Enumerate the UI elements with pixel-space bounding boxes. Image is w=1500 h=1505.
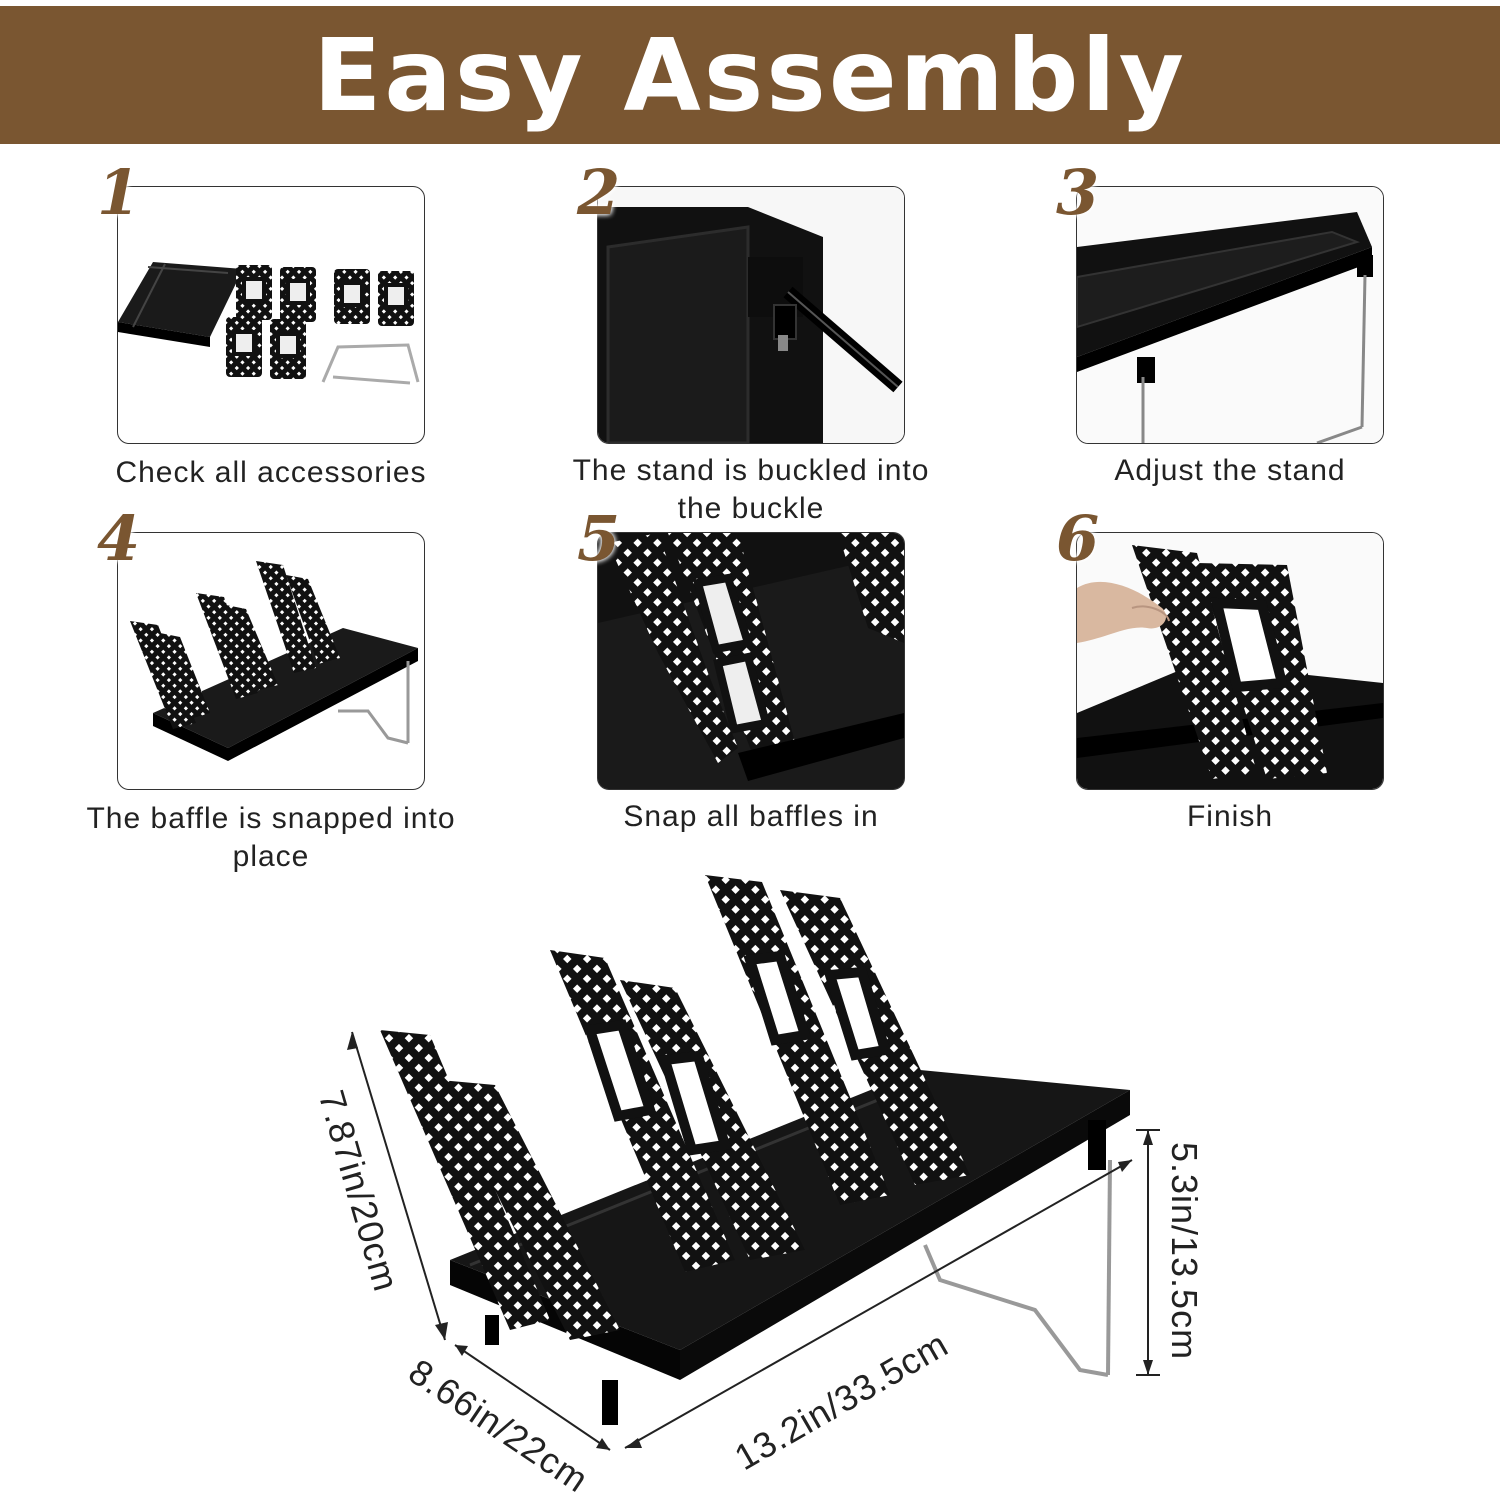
adjust-stand-icon: [1077, 187, 1383, 443]
step-2-image: [597, 186, 905, 444]
step-1-image: [117, 186, 425, 444]
finished-rack-icon: [1077, 533, 1383, 789]
step-number: 1: [97, 156, 141, 229]
dimension-stand-height: 5.3in/13.5cm: [1164, 1141, 1206, 1361]
step-number: 3: [1056, 156, 1100, 229]
step-caption: Check all accessories: [115, 456, 427, 489]
step-caption: Finish: [1186, 800, 1274, 833]
step-caption: Adjust the stand: [1114, 454, 1346, 487]
stand-buckle-icon: [598, 187, 904, 443]
step-3-image: [1076, 186, 1384, 444]
accessories-parts-icon: [118, 262, 420, 385]
rack-illustration: [347, 875, 1160, 1451]
step-number: 6: [1056, 502, 1100, 575]
step-caption: The baffle is snapped into place: [86, 802, 456, 873]
step-number: 5: [577, 502, 621, 575]
page-title: Easy Assembly: [313, 16, 1187, 134]
step-6-image: [1076, 532, 1384, 790]
step-number: 2: [577, 156, 621, 229]
step-caption: Snap all baffles in: [623, 800, 879, 833]
product-dimension-diagram: [300, 860, 1250, 1500]
step-caption: The stand is buckled into the buckle: [572, 454, 930, 525]
baffles-closeup-icon: [598, 533, 904, 789]
step-4-image: [117, 532, 425, 790]
step-5-image: [597, 532, 905, 790]
step-number: 4: [97, 502, 141, 575]
header-banner: Easy Assembly: [0, 6, 1500, 144]
baffle-snap-icon: [130, 561, 418, 761]
